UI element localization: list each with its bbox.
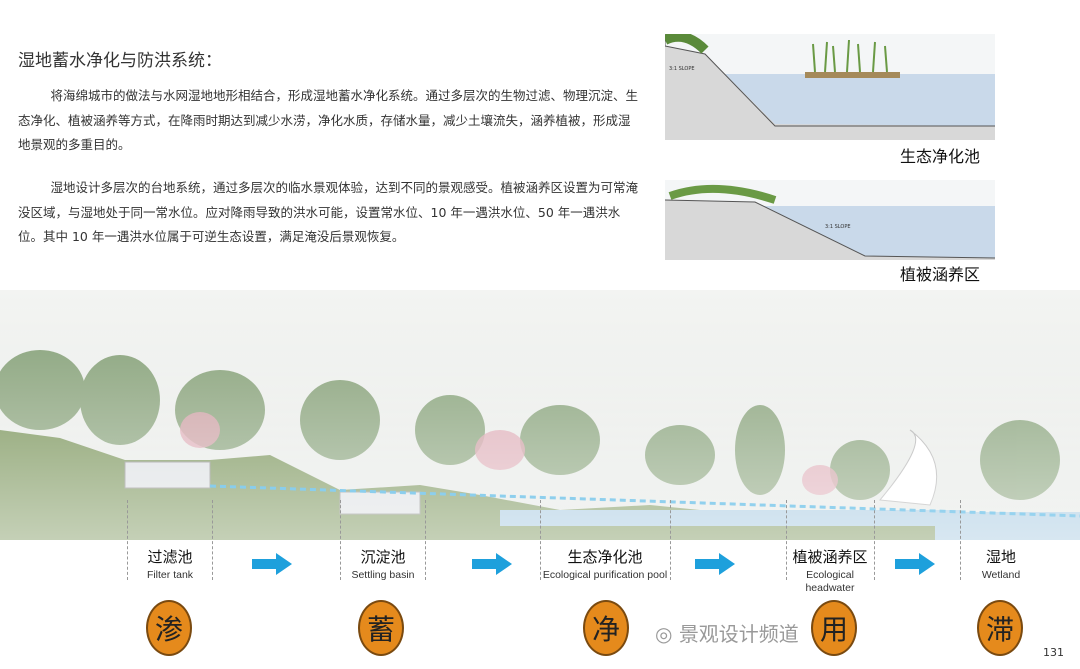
stage-circle-seep: 渗 bbox=[146, 600, 192, 656]
stage-en: Wetland bbox=[981, 569, 1021, 581]
page-title: 湿地蓄水净化与防洪系统： bbox=[18, 51, 222, 71]
stage-circle-clean: 净 bbox=[583, 600, 629, 656]
stage-label-settling: 沉淀池 Settling basin bbox=[308, 546, 458, 582]
stage-cn: 生态净化池 bbox=[567, 548, 643, 566]
divider bbox=[960, 500, 961, 580]
stage-circle-retain: 滞 bbox=[977, 600, 1023, 656]
divider bbox=[670, 500, 671, 580]
wetland-panorama bbox=[0, 290, 1080, 540]
arrow-right-icon bbox=[895, 553, 935, 575]
divider bbox=[540, 500, 541, 580]
arrow-right-icon bbox=[252, 553, 292, 575]
section-caption-1: 生态净化池 bbox=[900, 147, 981, 166]
wechat-icon: ◎ bbox=[655, 622, 679, 646]
divider bbox=[212, 500, 213, 580]
stage-en: Settling basin bbox=[351, 569, 415, 581]
paragraph-1: 将海绵城市的做法与水网湿地地形相结合，形成湿地蓄水净化系统。通过多层次的生物过滤… bbox=[18, 88, 639, 152]
stage-label-headwater: 植被涵养区 Ecological headwater bbox=[787, 546, 873, 595]
stage-en: Filter tank bbox=[146, 569, 194, 581]
divider bbox=[874, 500, 875, 580]
stage-circle-use: 用 bbox=[811, 600, 857, 656]
stage-cn: 湿地 bbox=[985, 548, 1016, 566]
section-caption-2: 植被涵养区 bbox=[900, 265, 981, 284]
stage-cn: 植被涵养区 bbox=[792, 548, 868, 566]
stage-cn: 沉淀池 bbox=[360, 548, 406, 566]
watermark: ◎ 景观设计频道 bbox=[655, 618, 799, 647]
stage-label-purification: 生态净化池 Ecological purification pool bbox=[541, 546, 669, 582]
arrow-right-icon bbox=[472, 553, 512, 575]
divider bbox=[340, 500, 341, 580]
stage-label-filter: 过滤池 Filter tank bbox=[95, 546, 245, 582]
stage-en: Ecological purification pool bbox=[542, 569, 668, 581]
paragraph-2: 湿地设计多层次的台地系统，通过多层次的临水景观体验，达到不同的景观感受。植被涵养… bbox=[18, 180, 639, 244]
divider bbox=[786, 500, 787, 580]
divider bbox=[425, 500, 426, 580]
stage-label-wetland: 湿地 Wetland bbox=[946, 546, 1056, 582]
stage-circle-store: 蓄 bbox=[358, 600, 404, 656]
stage-en: Ecological headwater bbox=[805, 569, 855, 594]
stage-cn: 过滤池 bbox=[147, 548, 193, 566]
watermark-text: 景观设计频道 bbox=[678, 622, 799, 646]
page-number: 131 bbox=[1043, 646, 1064, 659]
divider bbox=[127, 500, 128, 580]
arrow-right-icon bbox=[695, 553, 735, 575]
slope-label: 3:1 SLOPE bbox=[825, 224, 851, 230]
slope-label: 3:1 SLOPE bbox=[669, 66, 695, 72]
purification-pool-section: 3:1 SLOPE bbox=[665, 34, 995, 140]
vegetation-section: 3:1 SLOPE bbox=[665, 180, 995, 260]
